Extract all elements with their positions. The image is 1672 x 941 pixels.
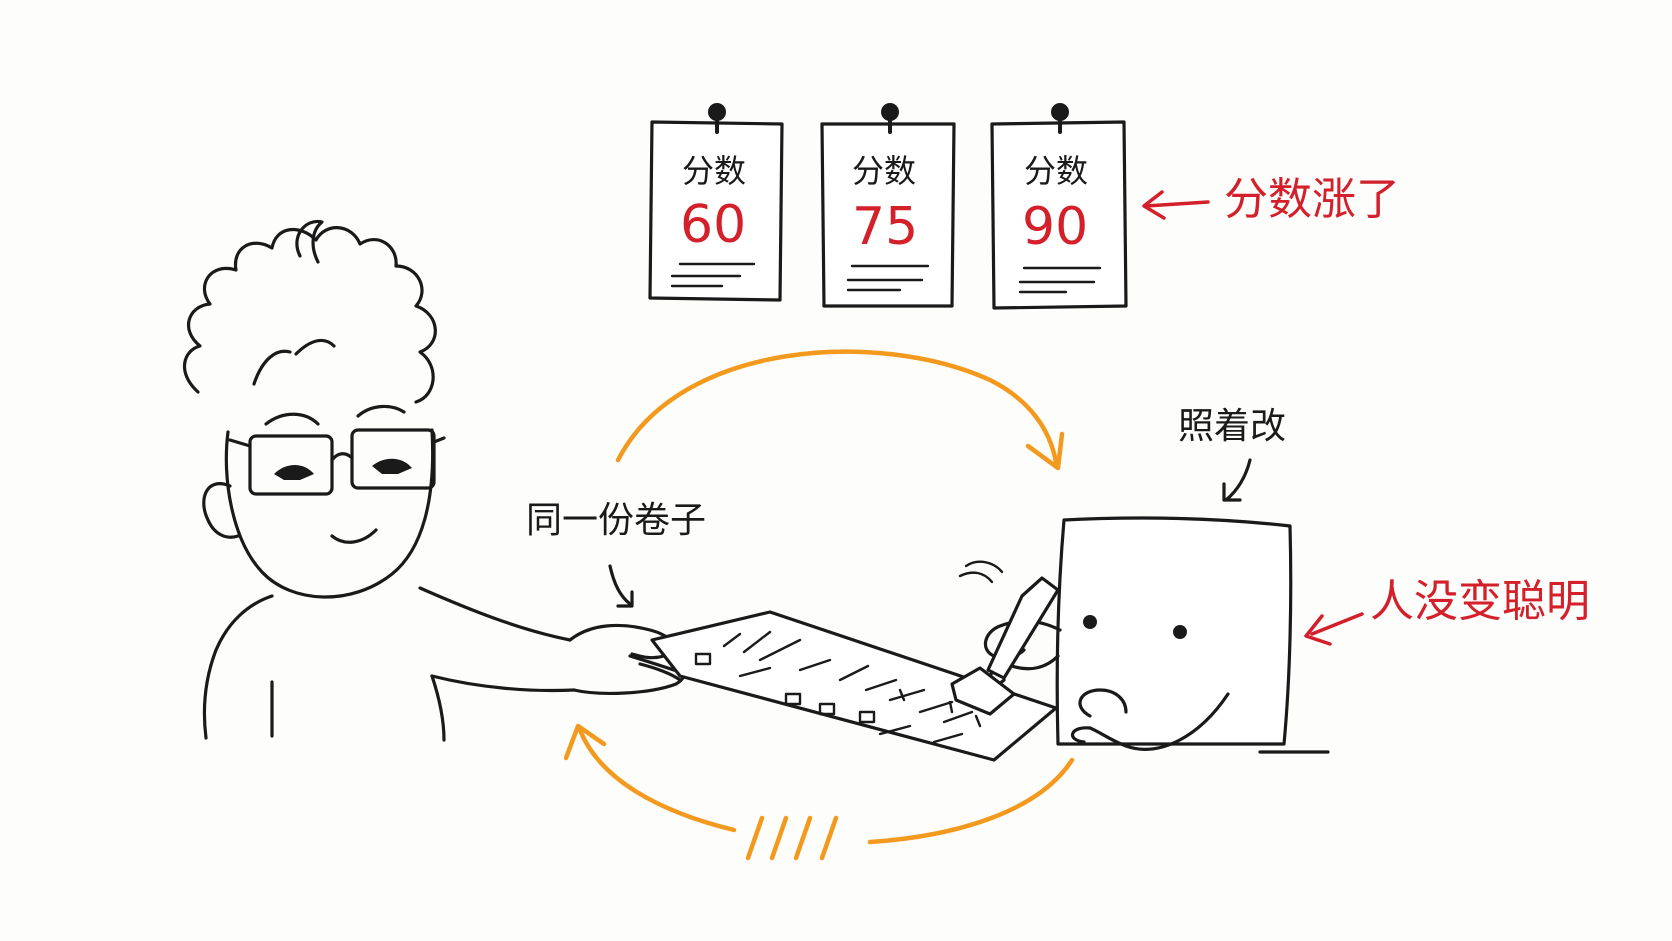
push-pin-icon [708, 103, 726, 134]
card-score: 75 [852, 197, 918, 257]
copy-edit-label: 照着改 [1178, 406, 1286, 447]
loop-arrow-icon [563, 349, 1075, 861]
not-smarter-label: 人没变聪明 [1370, 576, 1590, 627]
card-title: 分数 [682, 152, 746, 190]
copy-edit-callout: 照着改 [1178, 406, 1286, 502]
test-paper [650, 610, 1058, 762]
scores-up-label: 分数涨了 [1224, 174, 1400, 225]
card-title: 分数 [852, 152, 916, 190]
push-pin-icon [1051, 103, 1069, 134]
same-paper-callout: 同一份卷子 [526, 500, 706, 608]
push-pin-icon [881, 103, 899, 134]
box-figure [950, 516, 1330, 754]
pointer-arrow-icon [1142, 190, 1210, 220]
score-card-3: 分数 90 [990, 103, 1128, 310]
card-score: 90 [1022, 197, 1088, 257]
same-paper-label: 同一份卷子 [526, 500, 706, 541]
score-card-1: 分数 60 [648, 103, 784, 302]
pointer-arrow-icon [1222, 458, 1252, 502]
score-card-2: 分数 75 [820, 103, 956, 308]
not-smarter-callout: 人没变聪明 [1304, 576, 1590, 646]
card-score: 60 [680, 195, 746, 255]
pointer-arrow-icon [1304, 612, 1364, 646]
scores-up-callout: 分数涨了 [1142, 174, 1400, 225]
pointer-arrow-icon [608, 564, 634, 608]
card-title: 分数 [1024, 152, 1088, 190]
student-figure [182, 219, 687, 742]
